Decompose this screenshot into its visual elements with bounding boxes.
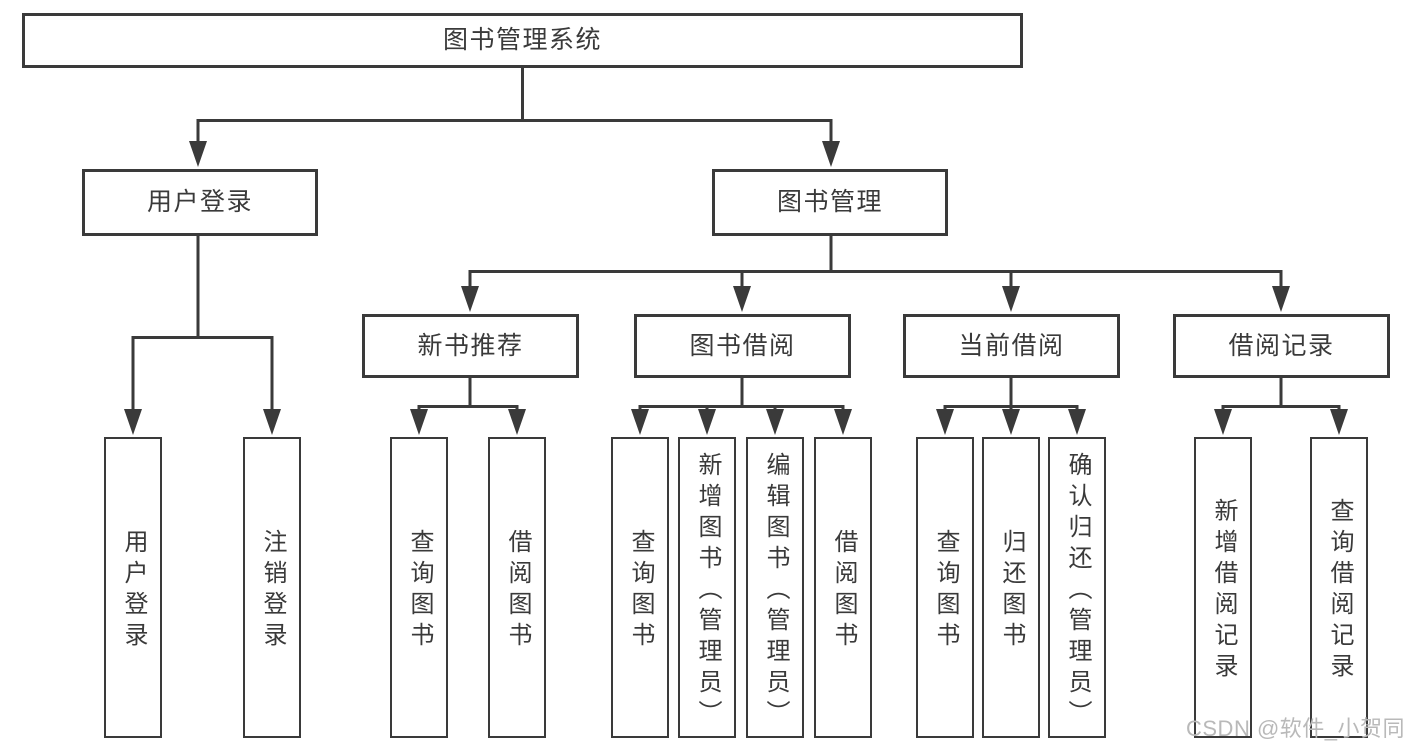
node-borrow-records: 借阅记录: [1173, 314, 1390, 378]
leaf-records-add-record: 新增借阅记录: [1194, 437, 1252, 738]
connector-records-branch: [1221, 378, 1341, 414]
node-system-root: 图书管理系统: [22, 13, 1023, 68]
node-new-book-recommend: 新书推荐: [362, 314, 579, 378]
node-book-borrow: 图书借阅: [634, 314, 851, 378]
node-book-management: 图书管理: [712, 169, 948, 236]
leaf-label: 用户登录: [120, 529, 147, 653]
leaf-borrow-edit-books-admin: 编辑图书（管理员）: [746, 437, 804, 738]
connector-root-to-level2: [196, 68, 833, 145]
node-label: 新书推荐: [417, 331, 524, 360]
leaf-user-login: 用户登录: [104, 437, 162, 738]
leaf-label: 查询图书: [406, 529, 433, 653]
csdn-watermark: CSDN @软件_小贺同学: [1186, 716, 1405, 741]
leaf-label: 借阅图书: [830, 529, 857, 653]
leaf-label: 新增图书（管理员）: [694, 451, 721, 731]
leaf-label: 查询图书: [932, 529, 959, 653]
node-label: 借阅记录: [1228, 331, 1335, 360]
leaf-logout: 注销登录: [243, 437, 301, 738]
leaf-borrow-borrow-books: 借阅图书: [814, 437, 872, 738]
node-user-login: 用户登录: [82, 169, 318, 236]
connector-borrow-branch: [638, 378, 845, 414]
node-label: 用户登录: [146, 188, 253, 216]
leaf-current-confirm-return-admin: 确认归还（管理员）: [1048, 437, 1106, 738]
arrowheads-leaves: [124, 409, 1348, 435]
leaf-label: 查询借阅记录: [1326, 498, 1353, 684]
leaf-label: 借阅图书: [504, 529, 531, 653]
leaf-borrow-add-books-admin: 新增图书（管理员）: [678, 437, 736, 738]
leaf-borrow-query-books: 查询图书: [611, 437, 669, 738]
leaf-label: 注销登录: [259, 529, 286, 653]
leaf-label: 确认归还（管理员）: [1064, 451, 1091, 731]
leaf-recommend-query-books: 查询图书: [390, 437, 448, 738]
connector-current-branch: [943, 378, 1079, 414]
connector-login-branch: [131, 236, 274, 413]
node-label: 图书管理系统: [442, 26, 602, 54]
leaf-label: 新增借阅记录: [1210, 498, 1237, 684]
leaf-current-query-books: 查询图书: [916, 437, 974, 738]
connector-management-to-level3: [468, 236, 1283, 290]
leaf-recommend-borrow-books: 借阅图书: [488, 437, 546, 738]
node-label: 图书借阅: [689, 331, 796, 360]
leaf-label: 编辑图书（管理员）: [762, 451, 789, 731]
leaf-records-query-record: 查询借阅记录: [1310, 437, 1368, 738]
leaf-label: 归还图书: [998, 529, 1025, 653]
node-current-borrow: 当前借阅: [903, 314, 1120, 378]
node-label: 图书管理: [776, 188, 883, 216]
node-label: 当前借阅: [958, 331, 1065, 360]
arrowheads-level3: [461, 286, 1290, 312]
leaf-label: 查询图书: [627, 529, 654, 653]
connector-recommend-branch: [417, 378, 519, 414]
leaf-current-return-books: 归还图书: [982, 437, 1040, 738]
arrowheads-level2: [189, 141, 840, 167]
